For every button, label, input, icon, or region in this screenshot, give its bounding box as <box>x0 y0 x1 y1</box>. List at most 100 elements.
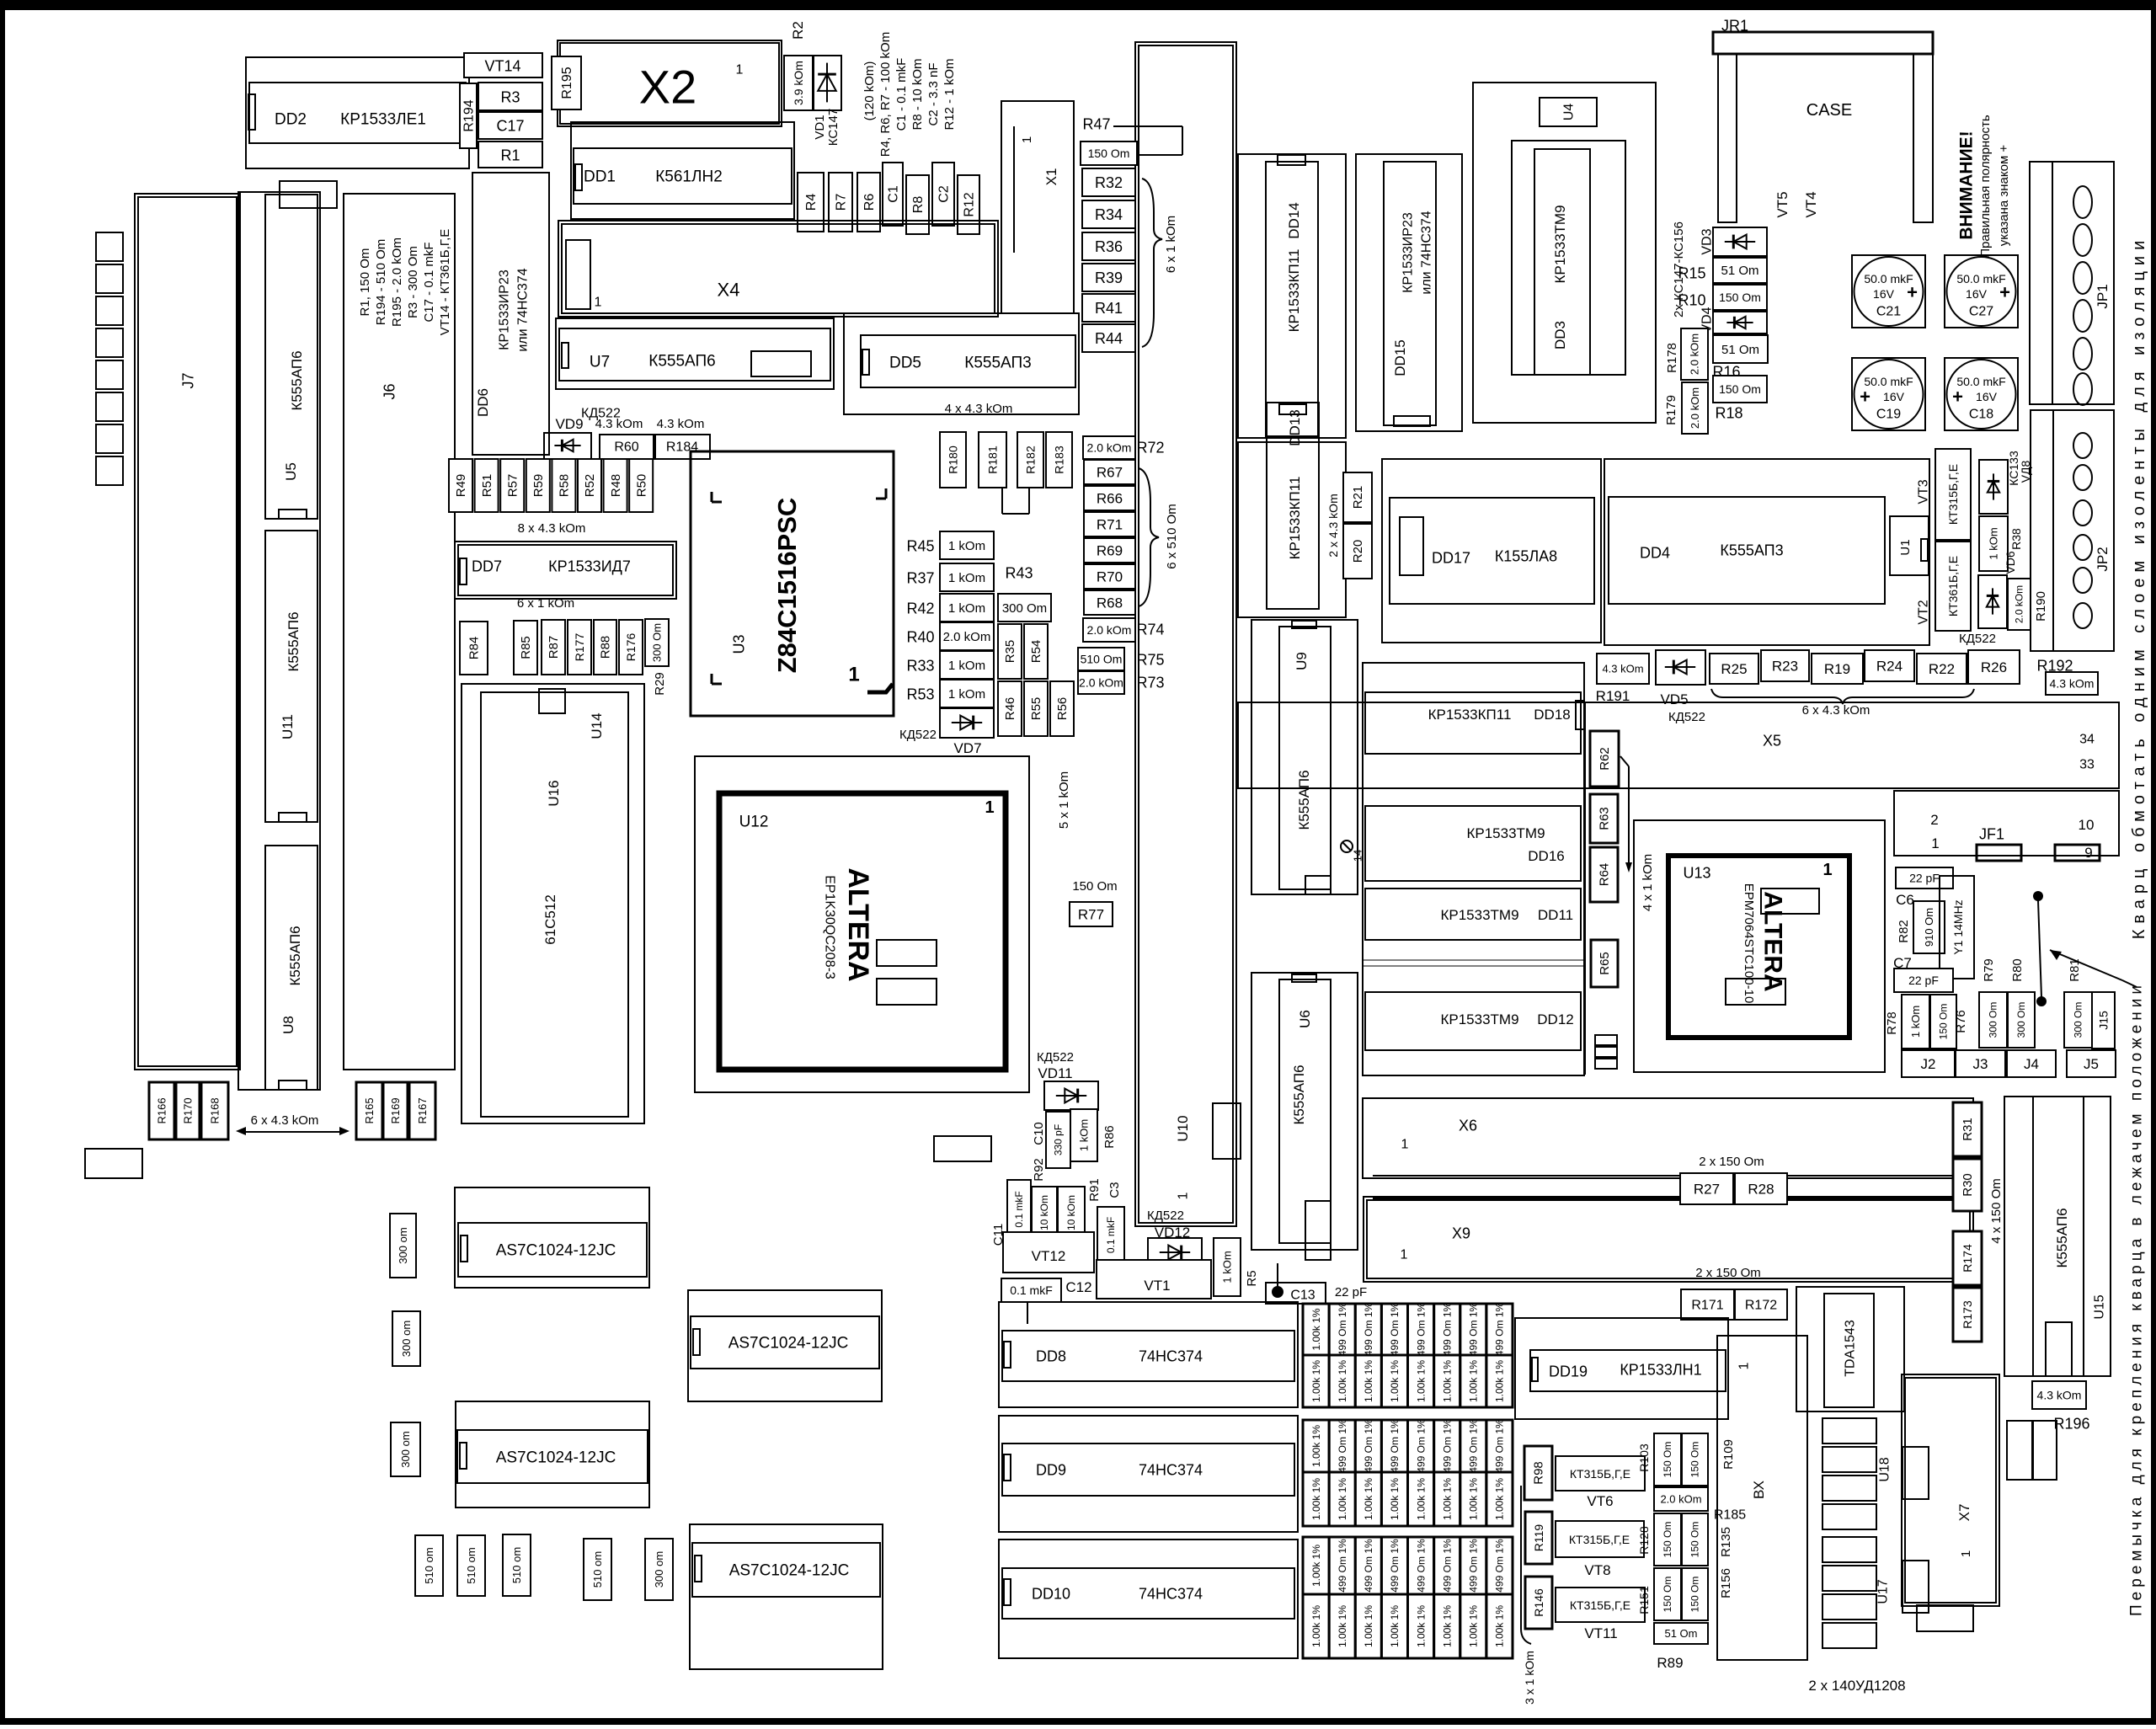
svg-text:R73: R73 <box>1136 674 1164 691</box>
svg-text:1 kOm: 1 kOm <box>1221 1251 1234 1283</box>
svg-text:JP2: JP2 <box>2095 547 2111 571</box>
svg-text:DD15: DD15 <box>1392 339 1408 376</box>
svg-text:или 74HC374: или 74HC374 <box>1420 211 1434 294</box>
svg-text:16V: 16V <box>1873 287 1895 301</box>
svg-text:R53: R53 <box>906 686 934 702</box>
svg-text:J7: J7 <box>179 372 196 388</box>
svg-text:0.1 mkF: 0.1 mkF <box>1010 1283 1053 1297</box>
svg-text:R42: R42 <box>906 600 934 616</box>
svg-text:4 x 4.3 kOm: 4 x 4.3 kOm <box>945 402 1013 416</box>
svg-text:Правильная полярность: Правильная полярность <box>1978 115 1993 258</box>
svg-text:R4: R4 <box>804 194 819 211</box>
svg-text:499 Om 1%: 499 Om 1% <box>1415 1539 1427 1593</box>
svg-text:К555АП6: К555АП6 <box>286 611 302 671</box>
svg-text:1.00k 1%: 1.00k 1% <box>1337 1360 1348 1402</box>
svg-text:VT1: VT1 <box>1144 1278 1170 1294</box>
svg-text:R67: R67 <box>1097 465 1123 481</box>
svg-text:Кварц обмотать одним слоем изо: Кварц обмотать одним слоем изоленты для … <box>2130 235 2148 940</box>
svg-text:R7: R7 <box>835 194 849 211</box>
svg-text:ALTERA: ALTERA <box>1759 891 1787 991</box>
svg-text:JR1: JR1 <box>1721 17 1748 34</box>
svg-text:DD13: DD13 <box>1287 409 1303 446</box>
svg-text:DD4: DD4 <box>1640 544 1670 561</box>
svg-text:1 kOm: 1 kOm <box>1988 527 2000 559</box>
svg-text:CASE: CASE <box>1806 101 1852 120</box>
svg-text:R18: R18 <box>1715 404 1742 421</box>
svg-text:1.00k 1%: 1.00k 1% <box>1415 1478 1427 1520</box>
svg-text:R165: R165 <box>363 1097 376 1123</box>
svg-text:R119: R119 <box>1532 1524 1545 1552</box>
svg-text:R82: R82 <box>1897 920 1911 943</box>
svg-text:910 Om: 910 Om <box>1923 908 1935 947</box>
svg-text:R180: R180 <box>946 446 959 474</box>
svg-text:R3: R3 <box>500 88 520 105</box>
svg-text:(120 kOm): (120 kOm) <box>862 61 877 121</box>
svg-text:1.00k 1%: 1.00k 1% <box>1441 1605 1453 1647</box>
svg-text:1 kOm: 1 kOm <box>948 687 985 702</box>
svg-text:C18: C18 <box>1969 408 1993 422</box>
svg-text:R74: R74 <box>1136 621 1164 638</box>
svg-text:R60: R60 <box>614 440 638 455</box>
svg-text:1 kOm: 1 kOm <box>1078 1119 1091 1151</box>
svg-text:R183: R183 <box>1052 446 1065 474</box>
svg-text:R52: R52 <box>583 474 597 498</box>
svg-text:R28: R28 <box>1748 1182 1774 1198</box>
svg-text:R80: R80 <box>2010 958 2025 982</box>
svg-text:R146: R146 <box>1532 1588 1545 1617</box>
svg-text:499 Om 1%: 499 Om 1% <box>1468 1302 1480 1356</box>
svg-text:150 Om: 150 Om <box>1719 291 1761 304</box>
svg-text:1.00k 1%: 1.00k 1% <box>1337 1478 1348 1520</box>
svg-text:VD1: VD1 <box>813 115 827 139</box>
svg-text:300 om: 300 om <box>397 1227 409 1263</box>
svg-text:R36: R36 <box>1095 238 1123 255</box>
svg-text:+: + <box>1999 282 2010 303</box>
svg-text:ВХ: ВХ <box>1751 1481 1767 1499</box>
svg-text:AS7C1024-12JC: AS7C1024-12JC <box>496 1242 616 1260</box>
svg-text:34: 34 <box>2079 733 2095 747</box>
svg-text:X5: X5 <box>1763 732 1781 749</box>
svg-text:R109: R109 <box>1721 1439 1736 1470</box>
svg-text:КД522: КД522 <box>1959 632 1996 646</box>
svg-text:КР1533ТМ9: КР1533ТМ9 <box>1552 205 1568 283</box>
svg-text:74HC374: 74HC374 <box>1139 1347 1203 1364</box>
svg-text:1: 1 <box>736 63 744 77</box>
svg-text:R1: R1 <box>500 147 520 163</box>
svg-text:499 Om 1%: 499 Om 1% <box>1441 1302 1453 1356</box>
svg-text:4 x 1 kOm: 4 x 1 kOm <box>1641 854 1655 911</box>
svg-text:150 Om: 150 Om <box>1662 1577 1673 1613</box>
svg-text:R194 - 510 Om: R194 - 510 Om <box>374 239 388 326</box>
svg-text:VD11: VD11 <box>1038 1065 1072 1081</box>
svg-text:VT3: VT3 <box>1917 479 1931 504</box>
svg-text:R179: R179 <box>1664 395 1678 425</box>
svg-text:1.00k 1%: 1.00k 1% <box>1310 1478 1322 1520</box>
svg-text:1.00k 1%: 1.00k 1% <box>1310 1360 1322 1402</box>
svg-text:1.00k 1%: 1.00k 1% <box>1494 1360 1506 1402</box>
svg-text:КТ315Б,Г,Е: КТ315Б,Г,Е <box>1946 464 1960 525</box>
svg-text:C10: C10 <box>1032 1122 1046 1145</box>
svg-text:AS7C1024-12JC: AS7C1024-12JC <box>496 1449 616 1467</box>
svg-text:VD12: VD12 <box>1155 1225 1191 1241</box>
svg-text:2 x 150 Om: 2 x 150 Om <box>1699 1155 1764 1169</box>
svg-text:R12: R12 <box>963 192 977 216</box>
svg-text:50.0 mkF: 50.0 mkF <box>1956 375 2005 388</box>
svg-text:R59: R59 <box>531 474 546 498</box>
svg-text:1 kOm: 1 kOm <box>948 571 985 585</box>
svg-text:U14: U14 <box>589 712 605 739</box>
svg-text:C27: C27 <box>1969 305 1993 319</box>
svg-text:1: 1 <box>848 663 859 686</box>
svg-text:J15: J15 <box>2096 1011 2110 1030</box>
svg-text:510 om: 510 om <box>423 1547 435 1583</box>
svg-text:6 x 510 Om: 6 x 510 Om <box>1165 504 1179 569</box>
svg-text:50.0 mkF: 50.0 mkF <box>1864 375 1913 388</box>
svg-text:C17: C17 <box>496 117 524 134</box>
svg-text:499 Om 1%: 499 Om 1% <box>1363 1419 1374 1473</box>
svg-text:R92: R92 <box>1032 1158 1046 1182</box>
svg-text:X9: X9 <box>1452 1225 1470 1241</box>
svg-text:9: 9 <box>2084 845 2092 861</box>
svg-text:33: 33 <box>2079 758 2095 772</box>
svg-text:R178: R178 <box>1665 343 1679 373</box>
svg-text:1.00k 1%: 1.00k 1% <box>1310 1545 1322 1587</box>
svg-text:X6: X6 <box>1459 1117 1477 1134</box>
svg-text:150 Om: 150 Om <box>1719 382 1761 396</box>
svg-text:R87: R87 <box>547 636 561 659</box>
